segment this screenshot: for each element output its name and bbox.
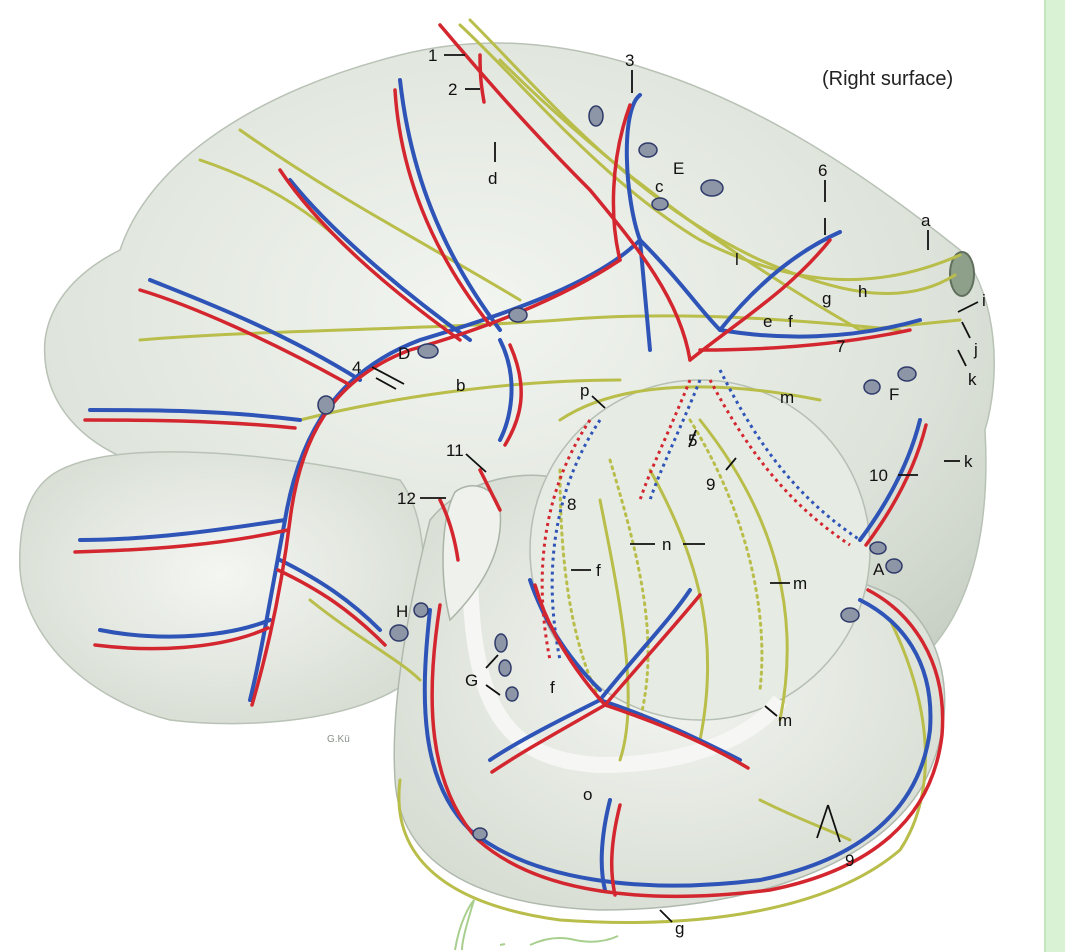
label-D: D	[398, 344, 410, 363]
label-i: i	[982, 291, 986, 310]
label-m-upper: m	[780, 388, 794, 407]
uppercase-labels: A D E F G H	[396, 159, 899, 690]
veins	[78, 78, 933, 892]
label-d: d	[488, 169, 497, 188]
figure-title: (Right surface)	[822, 68, 953, 90]
label-4: 4	[352, 358, 361, 377]
label-9-lower: 9	[845, 851, 854, 870]
label-E: E	[673, 159, 684, 178]
tube-ring	[442, 485, 502, 622]
label-10: 10	[869, 466, 888, 485]
label-e: e	[763, 312, 772, 331]
label-k-lower: k	[964, 452, 973, 471]
lymph-nodes	[317, 105, 917, 841]
veins-dotted	[550, 369, 861, 661]
label-o: o	[583, 785, 592, 804]
label-7: 7	[836, 337, 845, 356]
lower-left-lobe	[19, 451, 425, 725]
label-m-lower: m	[778, 711, 792, 730]
label-H: H	[396, 602, 408, 621]
label-8: 8	[567, 495, 576, 514]
nerves	[138, 18, 962, 924]
label-12: 12	[397, 489, 416, 508]
label-G: G	[465, 671, 478, 690]
label-9-upper: 9	[706, 475, 715, 494]
label-f-upper: f	[788, 312, 793, 331]
label-5: 5	[688, 431, 697, 450]
spiral-band	[462, 559, 787, 774]
label-3: 3	[625, 51, 634, 70]
label-n: n	[662, 535, 671, 554]
label-f-middle: f	[596, 561, 601, 580]
label-1: 1	[428, 46, 437, 65]
vessel-stump	[949, 251, 975, 297]
organ-body	[19, 42, 995, 911]
arteries-dotted	[540, 379, 851, 661]
label-F: F	[889, 385, 899, 404]
label-f-lower: f	[550, 678, 555, 697]
green-side-border	[1044, 0, 1065, 952]
label-11: 11	[446, 441, 464, 460]
label-g-upper: g	[822, 289, 831, 308]
label-h: h	[858, 282, 867, 301]
label-k-upper: k	[968, 370, 977, 389]
artist-signature: G.Kü	[327, 734, 350, 745]
label-j: j	[973, 340, 978, 359]
handwritten-mark	[454, 899, 619, 951]
leader-lines	[371, 54, 979, 923]
number-labels: 1 2 3 4 5 6 7 8 9 9 10 11 12	[352, 46, 888, 870]
label-c: c	[655, 177, 664, 196]
label-g-lower: g	[675, 919, 684, 938]
label-b: b	[456, 376, 465, 395]
label-a: a	[921, 211, 931, 230]
lowercase-labels: a b c d e f f f g g h i j k k l m m m n …	[456, 169, 986, 938]
label-p: p	[580, 381, 589, 400]
label-A: A	[873, 560, 885, 579]
label-2: 2	[448, 80, 457, 99]
label-m-middle: m	[793, 574, 807, 593]
label-6: 6	[818, 161, 827, 180]
label-l: l	[735, 250, 739, 269]
